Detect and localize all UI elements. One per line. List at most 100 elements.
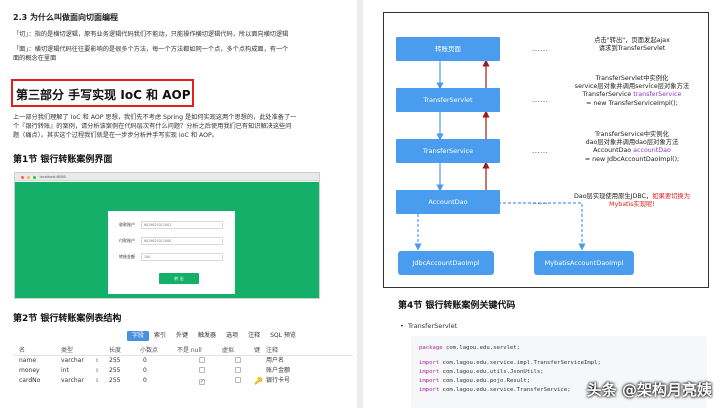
note-dao-line-1: Dao层实现使用原生JDBC，如果要切换为 xyxy=(573,193,691,200)
field-comment: 银行卡号 xyxy=(266,377,291,384)
note-servlet: TransferServlet中实例化 service层对象并调用service… xyxy=(562,75,702,108)
paragraph-cut: 「切」：指的是横切逻辑，原有业务逻辑代码我们不能动，只能操作横切逻辑代码，所以面… xyxy=(13,31,289,38)
watermark: 头条 @架构月亮姨 xyxy=(586,381,712,399)
field-length: 255 xyxy=(109,367,121,374)
connector-dots: ...... xyxy=(532,198,549,206)
field-decimal: 0 xyxy=(143,377,147,384)
col-not-null: 不是 null xyxy=(177,347,202,354)
intro-line-1: 上一部分我们理解了 IoC 和 AOP 思想，我们先不考虑 Spring 是如何… xyxy=(13,114,297,121)
primary-key-icon: 🔑 xyxy=(254,377,263,385)
tab-sql-preview[interactable]: SQL 预览 xyxy=(270,332,296,339)
field-decimal: 0 xyxy=(143,367,147,374)
col-decimal: 小数点 xyxy=(140,347,159,354)
field-name: cardNo xyxy=(19,377,41,384)
browser-bar: localhost:8080 xyxy=(15,173,319,181)
note-servlet-line-1: TransferServlet中实例化 xyxy=(595,75,669,82)
code-line: package com.lagou.edu.servlet; xyxy=(419,345,521,351)
section-4-heading: 第4节 银行转账案例关键代码 xyxy=(398,301,516,311)
type-stepper-icon[interactable]: ⇕ xyxy=(95,378,100,384)
transfer-out-button[interactable]: 转 出 xyxy=(159,273,199,284)
virtual-checkbox[interactable] xyxy=(235,376,241,386)
fields-table: 名 类型 长度 小数点 不是 null 虚拟 键 注释 name varchar… xyxy=(13,346,353,386)
note-service-line-3: AccountDao accountDao xyxy=(593,147,671,155)
tab-indexes[interactable]: 索引 xyxy=(154,332,167,339)
col-comment: 注释 xyxy=(266,347,279,354)
col-type: 类型 xyxy=(61,347,74,354)
transfer-form: 收款账户 6029621011001 付款账户 6029621011000 转账… xyxy=(108,211,235,294)
section-2-heading: 第2节 银行转账案例表结构 xyxy=(13,314,122,324)
code-line: import com.lagou.edu.service.TransferSer… xyxy=(419,387,571,393)
note-service: TransferService中实例化 dao层对象并调用dao层对象方法 Ac… xyxy=(562,131,702,164)
code-line: import com.lagou.edu.pojo.Result; xyxy=(419,378,531,384)
note-dao: Dao层实现使用原生JDBC，如果要切换为 Mybatis实现呢! xyxy=(562,193,702,209)
paragraph-face-line-1: 「面」：横切逻辑代码往往要影响的是很多个方法，每一个方法都如同一个点，多个点构成… xyxy=(13,46,289,53)
note-page-line-2: 请求到TransferServlet xyxy=(598,45,666,53)
note-servlet-line-2: service层对象并调用service层对象方法 xyxy=(574,83,690,91)
node-transfer-servlet: TransferServlet xyxy=(396,88,500,112)
transfer-page-background: 收款账户 6029621011001 付款账户 6029621011000 转账… xyxy=(15,182,319,298)
not-null-checkbox[interactable] xyxy=(199,356,205,366)
connector-dots: ...... xyxy=(532,45,549,53)
node-account-dao: AccountDao xyxy=(396,190,500,214)
field-comment: 账户金额 xyxy=(266,367,291,374)
connector-dots: ...... xyxy=(532,147,549,155)
node-mybatis-impl: MybatisAccountDaoImpl xyxy=(534,251,634,275)
note-page: 点击"转出"，页面发起ajax 请求到TransferServlet xyxy=(567,37,697,53)
col-virtual: 虚拟 xyxy=(222,347,235,354)
col-key: 键 xyxy=(254,347,261,354)
amount-label: 转账金额 xyxy=(119,254,135,259)
note-service-line-1: TransferService中实例化 xyxy=(595,131,669,138)
field-name: money xyxy=(19,367,40,374)
tab-comment[interactable]: 注释 xyxy=(248,332,261,339)
browser-url: localhost:8080 xyxy=(39,175,66,179)
diagram-arrows xyxy=(414,59,586,251)
code-block: package com.lagou.edu.servlet; import co… xyxy=(411,336,707,408)
paragraph-face-line-2: 面的概念在里面 xyxy=(13,55,57,62)
tab-foreign-keys[interactable]: 外键 xyxy=(176,332,189,339)
not-null-checkbox[interactable]: ✓ xyxy=(199,379,205,385)
close-dot-icon xyxy=(21,175,24,179)
col-length: 长度 xyxy=(109,347,122,354)
maximize-dot-icon xyxy=(33,175,37,179)
table-row[interactable]: money int ⇕ 255 0 账户金额 xyxy=(13,366,353,376)
tab-fields[interactable]: 字段 xyxy=(127,331,150,341)
note-dao-line-2: Mybatis实现呢! xyxy=(609,201,655,209)
part-title-highlight-box xyxy=(11,79,194,107)
tab-triggers[interactable]: 触发器 xyxy=(198,332,217,339)
right-document-page: 转账页面 TransferServlet TransferService Acc… xyxy=(363,0,720,408)
col-name: 名 xyxy=(19,347,26,354)
note-page-line-1: 点击"转出"，页面发起ajax xyxy=(594,37,670,44)
payer-label: 付款账户 xyxy=(119,238,135,243)
type-stepper-icon[interactable]: ⇕ xyxy=(95,358,100,364)
field-type: varchar xyxy=(61,357,84,364)
field-type: varchar xyxy=(61,377,84,384)
minimize-dot-icon xyxy=(27,175,31,179)
payee-label: 收款账户 xyxy=(119,222,135,227)
table-row[interactable]: name varchar ⇕ 255 0 用户名 xyxy=(13,356,353,366)
payer-input[interactable]: 6029621011000 xyxy=(141,237,223,245)
architecture-diagram: 转账页面 TransferServlet TransferService Acc… xyxy=(383,12,709,288)
tab-options[interactable]: 选项 xyxy=(226,332,239,339)
field-type: int xyxy=(61,367,69,374)
virtual-checkbox[interactable] xyxy=(235,366,241,376)
left-document-page: 2.3 为什么叫做面向切面编程 「切」：指的是横切逻辑，原有业务逻辑代码我们不能… xyxy=(0,0,357,408)
note-servlet-line-3: TransferService transferService xyxy=(582,91,682,99)
heading-2-3: 2.3 为什么叫做面向切面编程 xyxy=(13,13,118,22)
part-title: 第三部分 手写实现 IoC 和 AOP xyxy=(16,88,191,102)
transfer-page-screenshot: localhost:8080 收款账户 6029621011001 付款账户 6… xyxy=(14,172,320,299)
field-comment: 用户名 xyxy=(266,357,285,364)
virtual-checkbox[interactable] xyxy=(235,356,241,366)
note-service-line-2: dao层对象并调用dao层对象方法 xyxy=(585,139,679,147)
note-service-line-4: = new JdbcAccountDaoImpl(); xyxy=(584,155,680,163)
intro-line-3: 题（痛点）。其实这个过程我们就是在一步步分析并手写实现 IoC 和 AOP。 xyxy=(13,132,218,139)
field-length: 255 xyxy=(109,377,121,384)
table-editor-tabs: 字段 索引 外键 触发器 选项 注释 SQL 预览 xyxy=(127,331,301,341)
amount-input[interactable]: 100 xyxy=(141,253,223,261)
table-row[interactable]: cardNo varchar ⇕ 255 0 ✓ 🔑 银行卡号 xyxy=(13,376,353,386)
page-divider xyxy=(357,0,363,408)
field-name: name xyxy=(19,357,37,364)
type-stepper-icon[interactable]: ⇕ xyxy=(95,368,100,374)
payee-input[interactable]: 6029621011001 xyxy=(141,221,223,229)
not-null-checkbox[interactable] xyxy=(199,366,205,376)
note-servlet-line-4: = new TransferServiceImpl(); xyxy=(586,99,678,107)
